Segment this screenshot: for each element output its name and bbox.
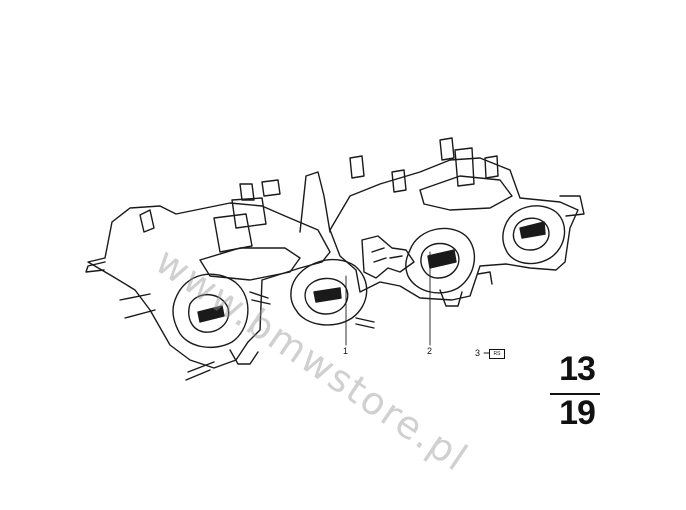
callout-part-3: 3 (475, 348, 481, 358)
callout-part-1: 1 (343, 346, 349, 356)
left-carburetor-unit (85, 171, 375, 381)
carburetor-assembly-drawing (85, 137, 585, 381)
callout-part-2: 2 (427, 346, 433, 356)
part-3-reference-box: RS (489, 349, 505, 359)
group-number: 13 (559, 350, 596, 388)
page-number: 19 (559, 394, 596, 432)
right-carburetor-unit (329, 137, 585, 307)
page-number-divider (550, 393, 600, 395)
callout-leaders (345, 251, 490, 354)
